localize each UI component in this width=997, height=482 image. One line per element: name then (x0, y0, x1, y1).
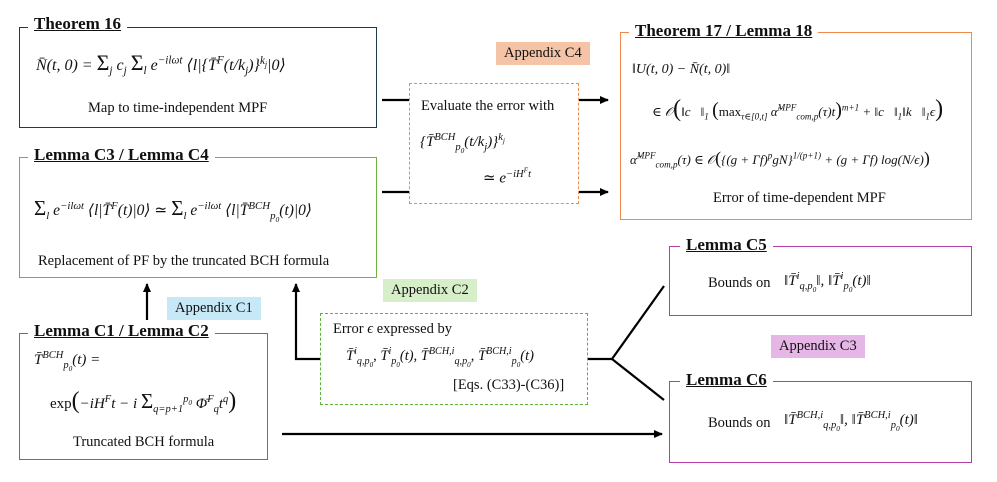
error-box (320, 313, 588, 405)
appendix-c1-tag: Appendix C1 (167, 297, 261, 320)
lemma-c5-text: Bounds on (708, 275, 771, 291)
lemma-c6-formula: ‖T̄BCH,iq,p0‖, ‖T̄BCH,ip0(t)‖ (784, 410, 919, 434)
arrow-errorbox-to-lemc3 (292, 283, 323, 361)
error-box-line-1: Error ϵ expressed by (333, 321, 452, 337)
lemma-c3c4-title: Lemma C3 / Lemma C4 (28, 145, 215, 165)
lemma-c5-formula: ‖T̄iq,p0‖, ‖T̄ip0(t)‖ (784, 271, 871, 295)
lemma-c1c2-formula-2: exp(−iHFt − i Σq=p+1p0 Φ̄Fqtq) (50, 388, 237, 415)
theorem-16-box (19, 27, 377, 128)
theorem-17-line-3: α̃MPFcom,p(τ) ∈ 𝒪({(g + Γf)pgN}1/(p+1) +… (630, 148, 930, 170)
lemma-c1c2-formula-1: T̄BCHp0(t) = (34, 350, 101, 374)
evaluate-line-3: ≃ e−iHFt (483, 165, 531, 187)
appendix-c4-tag: Appendix C4 (496, 42, 590, 65)
evaluate-line-1: Evaluate the error with (421, 98, 555, 114)
lemma-c5-box (669, 246, 972, 316)
theorem-16-formula: N̄(t, 0) = Σj cj Σl e−ilωt ⟨l|{T̄F(t/kj)… (36, 50, 286, 78)
lemma-c6-text: Bounds on (708, 415, 771, 431)
theorem-17-line-2: ∈ 𝒪(‖c⃗‖1 (maxτ∈[0,t] α̃MPFcom,p(τ)t)m+1… (652, 96, 944, 122)
lemma-c3c4-caption: Replacement of PF by the truncated BCH f… (38, 253, 330, 269)
theorem-17-line-1: ‖U(t, 0) − N̄(t, 0)‖ (632, 62, 731, 77)
lemma-c3c4-box (19, 157, 377, 278)
theorem-17-caption: Error of time-dependent MPF (713, 190, 886, 206)
lemma-c1c2-title: Lemma C1 / Lemma C2 (28, 321, 215, 341)
theorem-17-box (620, 32, 972, 220)
appendix-c2-tag: Appendix C2 (383, 279, 477, 302)
lemma-c6-title: Lemma C6 (680, 370, 773, 390)
lemma-c6-box (669, 381, 972, 463)
theorem-17-title: Theorem 17 / Lemma 18 (629, 21, 819, 41)
theorem-16-title: Theorem 16 (28, 14, 128, 34)
appendix-c3-tag: Appendix C3 (771, 335, 865, 358)
evaluate-line-2: {T̄BCHp0(t/kj)}kj (420, 132, 505, 156)
error-box-refs: [Eqs. (C33)-(C36)] (453, 377, 565, 393)
lemma-c1c2-caption: Truncated BCH formula (73, 434, 215, 450)
lemma-c1c2-box (19, 333, 268, 460)
lemma-c5-title: Lemma C5 (680, 235, 773, 255)
theorem-16-caption: Map to time-independent MPF (88, 100, 268, 116)
line-branch-c5 (611, 285, 665, 360)
line-branch-c6 (611, 358, 665, 401)
lemma-c3c4-formula: Σl e−ilωt ⟨l|T̄F(t)|0⟩ ≃ Σl e−ilωt ⟨l|T̄… (34, 196, 312, 225)
error-box-line-2: T̄iq,p0, T̄ip0(t), T̄BCH,iq,p0, T̄BCH,ip… (346, 346, 534, 369)
evaluate-box (409, 83, 579, 204)
